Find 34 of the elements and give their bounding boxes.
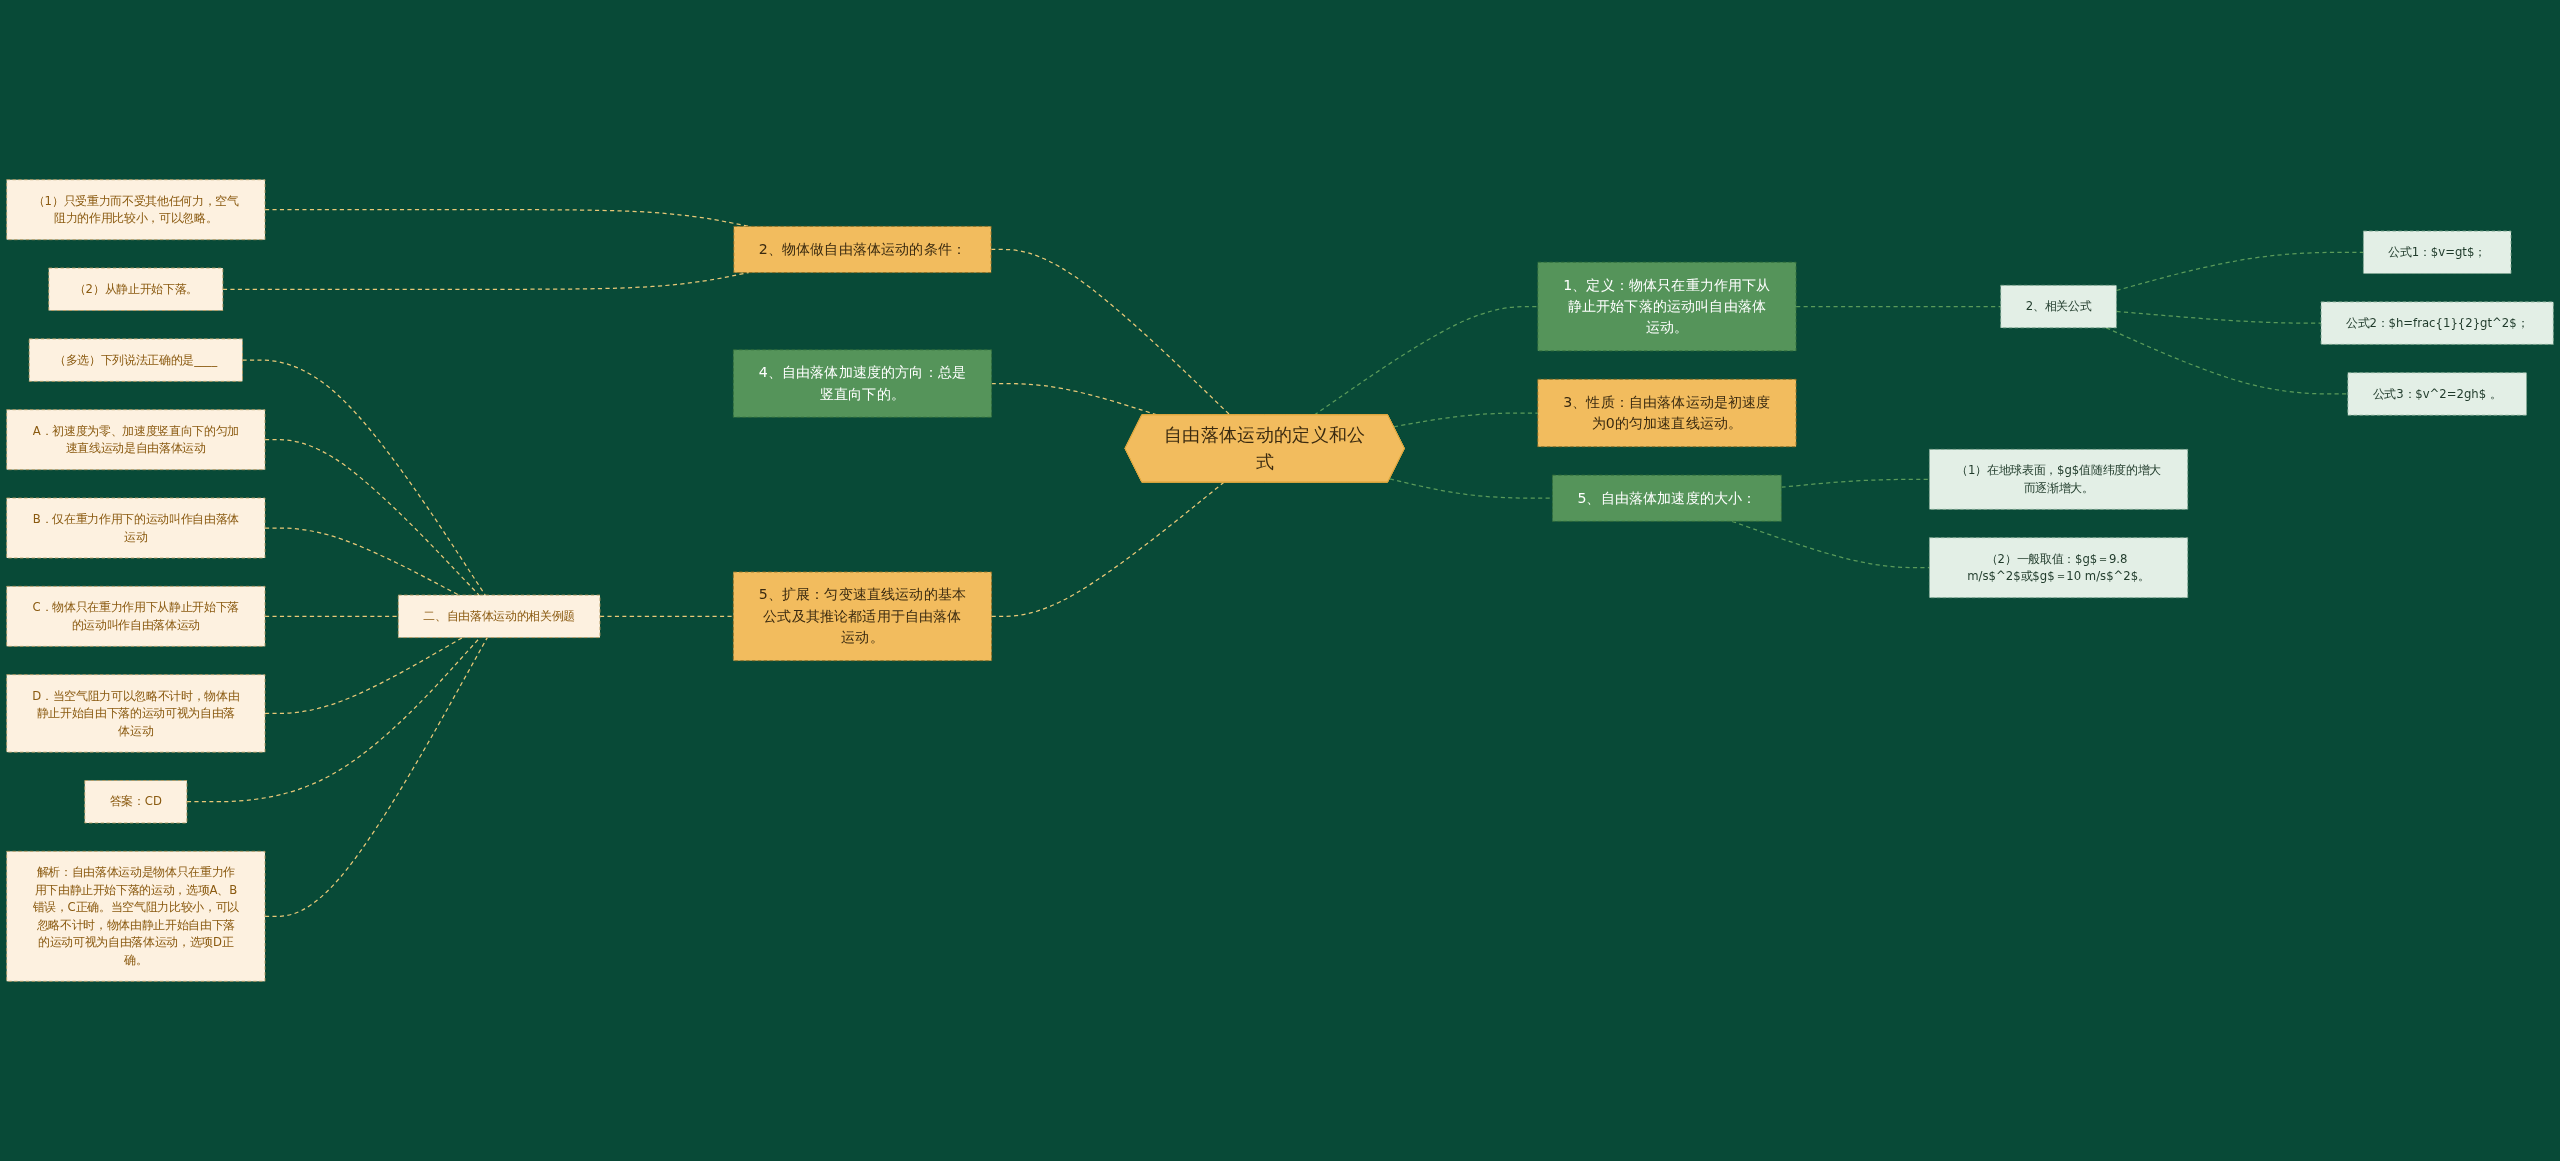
- connector: [1780, 478, 1931, 488]
- node-box: （多选）下列说法正确的是____: [28, 338, 243, 382]
- node-box: 5、自由落体加速度的大小：: [1552, 474, 1782, 522]
- node-box: 公式3：$v^2=2gh$ 。: [2347, 372, 2527, 416]
- connector: [1313, 305, 1539, 416]
- node-box: （1）只受重力而不受其他任何力，空气阻力的作用比较小，可以忽略。: [6, 179, 266, 241]
- node-box: 2、相关公式: [2000, 284, 2117, 329]
- node-box: C．物体只在重力作用下从静止开始下落的运动叫作自由落体运动: [6, 585, 266, 647]
- connector: [2115, 310, 2322, 324]
- connector: [599, 615, 734, 617]
- node-box: 二、自由落体运动的相关例题: [397, 594, 601, 638]
- connector: [264, 636, 488, 917]
- node-box: 答案：CD: [84, 780, 188, 824]
- connector: [186, 636, 481, 803]
- node-box: B．仅在重力作用下的运动叫作自由落体运动: [6, 497, 266, 559]
- node-box: 3、性质：自由落体运动是初速度为0的匀加速直线运动。: [1537, 378, 1797, 448]
- node-box: （2）一般取值：$g$＝9.8 m/s$^2$或$g$＝10 m/s$^2$。: [1929, 537, 2189, 599]
- node-box: （2）从静止开始下落。: [48, 267, 224, 311]
- connector: [264, 527, 460, 596]
- node-box: 2、物体做自由落体运动的条件：: [733, 225, 992, 273]
- node-box: 公式2：$h=frac{1}{2}gt^2$；: [2320, 301, 2554, 345]
- node-box: （1）在地球表面，$g$值随纬度的增大而逐渐增大。: [1929, 448, 2189, 510]
- node-box: 解析：自由落体运动是物体只在重力作用下由静止开始下落的运动，选项A、B错误，C正确。当空气阻力比较小，可以忽略不计时，物体由静止开始自由下落的运动可视为自由落体运动，选项D正确。: [6, 850, 266, 982]
- node-box: 公式1：$v=gt$；: [2363, 230, 2512, 274]
- connector: [991, 481, 1225, 617]
- node-box: D．当空气阻力可以忽略不计时，物体由静止开始自由下落的运动可视为自由落体运动: [6, 674, 266, 753]
- connector: [264, 439, 480, 596]
- node-box: 5、扩展：匀变速直线运动的基本公式及其推论都适用于自由落体运动。: [732, 571, 993, 662]
- node-box: 1、定义：物体只在重力作用下从静止开始下落的运动叫自由落体运动。: [1537, 261, 1797, 352]
- connector: [264, 615, 399, 617]
- connector: [1795, 305, 2002, 308]
- node-box: 4、自由落体加速度的方向：总是竖直向下的。: [732, 349, 993, 418]
- node-box: A．初速度为零、加速度竖直向下的匀加速直线运动是自由落体运动: [6, 409, 266, 471]
- connector: [241, 359, 486, 596]
